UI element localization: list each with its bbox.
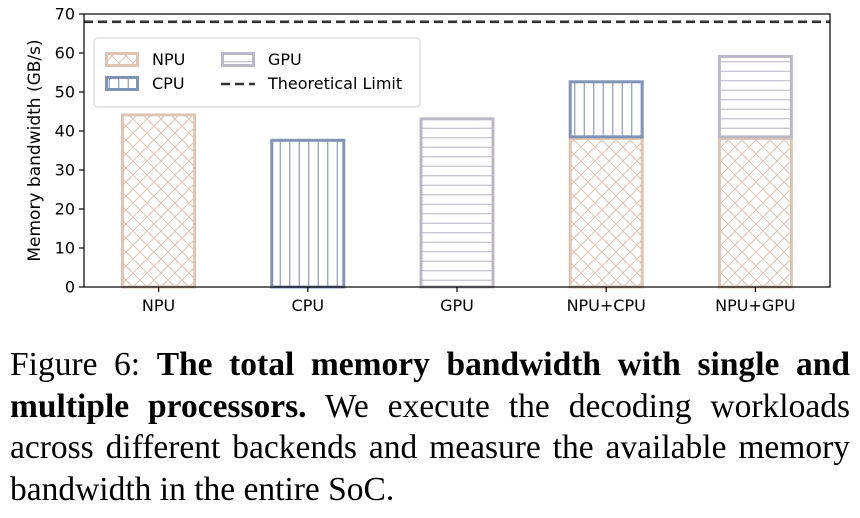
- legend-label: GPU: [268, 50, 302, 69]
- bars-layer: [84, 20, 830, 289]
- x-tick-label: NPU: [142, 296, 175, 315]
- legend: NPU GPU CPU Theoretical Limit: [93, 37, 421, 108]
- y-tick-label: 0: [65, 278, 75, 297]
- legend-box: [93, 37, 421, 108]
- y-tick-label: 70: [55, 5, 75, 24]
- bar-npu-gpu-npu: [717, 136, 793, 289]
- legend-label: NPU: [152, 50, 185, 69]
- legend-swatch-npu: [105, 52, 139, 67]
- bar-npu-cpu-npu: [568, 136, 644, 289]
- bar-npu-gpu-gpu: [717, 54, 793, 139]
- legend-swatch-cpu: [105, 76, 139, 91]
- x-tick-label: CPU: [292, 296, 325, 315]
- caption-bold-title: The total memory bandwidth with single a…: [10, 346, 850, 425]
- y-tick-label: 60: [55, 44, 75, 63]
- bar-gpu-gpu: [419, 117, 495, 289]
- legend-label: Theoretical Limit: [267, 74, 402, 93]
- x-tick-label: NPU+GPU: [715, 296, 796, 315]
- legend-swatch-gpu: [221, 52, 255, 67]
- legend-label: CPU: [152, 74, 185, 93]
- bar-npu-cpu-cpu: [568, 80, 644, 139]
- caption-label: Figure 6:: [10, 346, 157, 383]
- y-axis-label: Memory bandwidth (GB/s): [25, 39, 45, 261]
- bar-cpu-cpu: [270, 138, 346, 289]
- bar-npu-npu: [121, 113, 197, 289]
- y-tick-label: 30: [55, 161, 75, 180]
- y-tick-label: 40: [55, 122, 75, 141]
- y-tick-label: 50: [55, 83, 75, 102]
- caption-text: We execute the decoding workloads across…: [10, 387, 850, 508]
- y-tick-label: 10: [55, 239, 75, 258]
- x-tick-label: NPU+CPU: [567, 296, 646, 315]
- x-tick-label: GPU: [440, 296, 474, 315]
- y-tick-label: 20: [55, 200, 75, 219]
- figure-caption: Figure 6: The total memory bandwidth wit…: [10, 344, 850, 510]
